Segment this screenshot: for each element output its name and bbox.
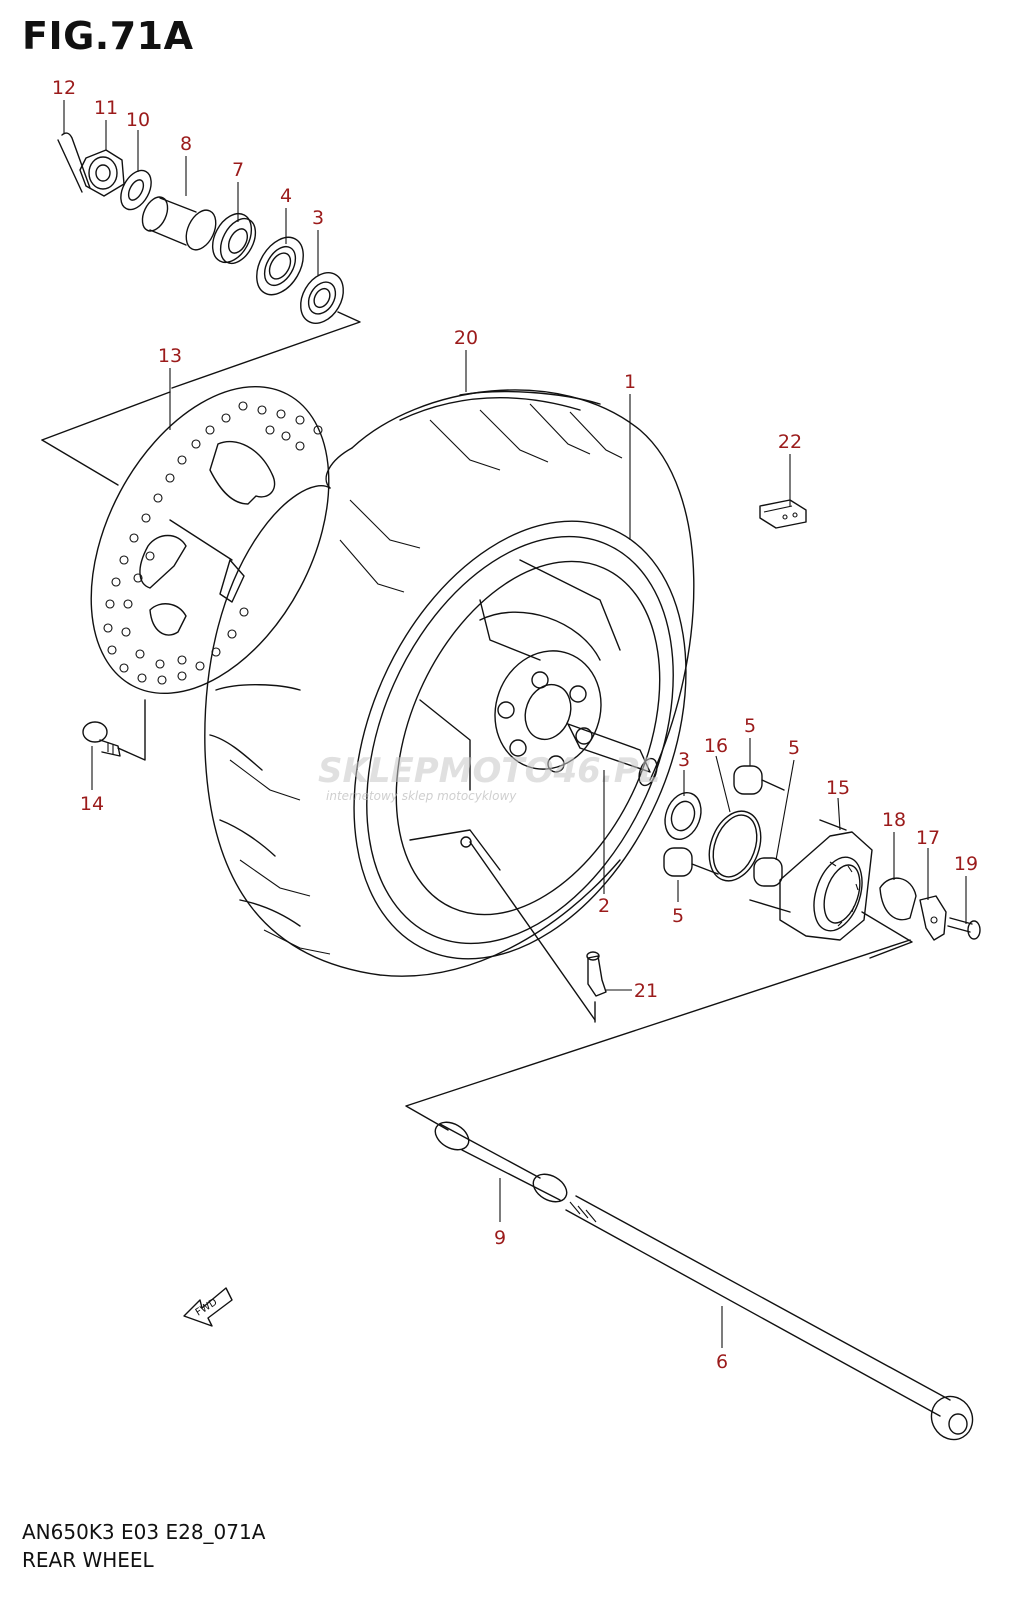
callout-5-upper: 5 (744, 715, 756, 737)
guide-line-right (861, 911, 913, 959)
callout-6: 6 (716, 1351, 728, 1373)
callout-16: 16 (704, 735, 728, 757)
oil-seal-part (256, 236, 304, 296)
callout-7: 7 (232, 159, 244, 181)
callout-3-upper: 3 (312, 207, 324, 229)
callout-2: 2 (598, 895, 610, 917)
callout-labels: 12 11 10 8 7 4 3 13 20 1 22 14 5 16 3 5 … (52, 77, 978, 1373)
callout-15: 15 (826, 777, 850, 799)
callout-18: 18 (882, 809, 906, 831)
callout-14: 14 (80, 793, 104, 815)
damper-part-middle (753, 857, 783, 887)
washer-part (120, 169, 152, 211)
air-valve-part (586, 951, 607, 997)
guide-line-disc-bolt (117, 699, 146, 761)
callout-17: 17 (916, 827, 940, 849)
disc-bolt-part (82, 721, 121, 757)
callout-9: 9 (494, 1227, 506, 1249)
callout-19: 19 (954, 853, 978, 875)
guide-line-disc-left (41, 439, 119, 486)
guide-line-valve (469, 841, 596, 1021)
dust-seal-part (211, 212, 257, 265)
callout-21: 21 (634, 980, 658, 1002)
screw-part (947, 917, 981, 940)
callout-11: 11 (94, 97, 118, 119)
bearing-part-upper (300, 272, 344, 324)
brake-disc-part (90, 385, 330, 695)
wheel-rim-part (353, 520, 687, 960)
diagram-code: AN650K3 E03 E28_071A (22, 1520, 266, 1544)
callout-5-lower: 5 (672, 905, 684, 927)
watermark-tagline: internetowy sklep motocyklowy (326, 789, 517, 803)
rear-axle-part (565, 1195, 974, 1441)
callout-20: 20 (454, 327, 478, 349)
axle-nut-part (79, 149, 125, 197)
sensor-ring-part (749, 819, 873, 941)
cotter-pin-part (57, 132, 91, 193)
callout-8: 8 (180, 133, 192, 155)
fwd-label: FWD (194, 1297, 220, 1319)
leader-lines (63, 100, 967, 1348)
callout-13: 13 (158, 345, 182, 367)
damper-part-upper (733, 765, 785, 795)
guide-line-upper (171, 311, 361, 389)
diagram-caption: REAR WHEEL (22, 1548, 154, 1572)
damper-part-lower (663, 847, 719, 877)
bearing-part-lower (664, 792, 702, 840)
forward-arrow-icon: FWD (183, 1287, 233, 1327)
guide-line-disc-top (41, 391, 171, 441)
callout-10: 10 (126, 109, 150, 131)
guide-line-axle (405, 939, 911, 1131)
callout-22: 22 (778, 431, 802, 453)
sensor-cover-part (879, 877, 917, 921)
callout-5-right: 5 (788, 737, 800, 759)
callout-12: 12 (52, 77, 76, 99)
spacer-collar-part (141, 196, 217, 251)
clamp-part (919, 895, 947, 941)
callout-4: 4 (280, 185, 292, 207)
figure-title: FIG.71A (22, 14, 194, 58)
callout-3-lower: 3 (678, 749, 690, 771)
tire-part (204, 389, 695, 977)
o-ring-part (708, 810, 762, 882)
balance-weight-part (759, 499, 807, 529)
callout-1: 1 (624, 371, 636, 393)
watermark-brand: SKLEPMOTO46.PL (318, 751, 660, 791)
axle-collar-part (434, 1121, 568, 1203)
